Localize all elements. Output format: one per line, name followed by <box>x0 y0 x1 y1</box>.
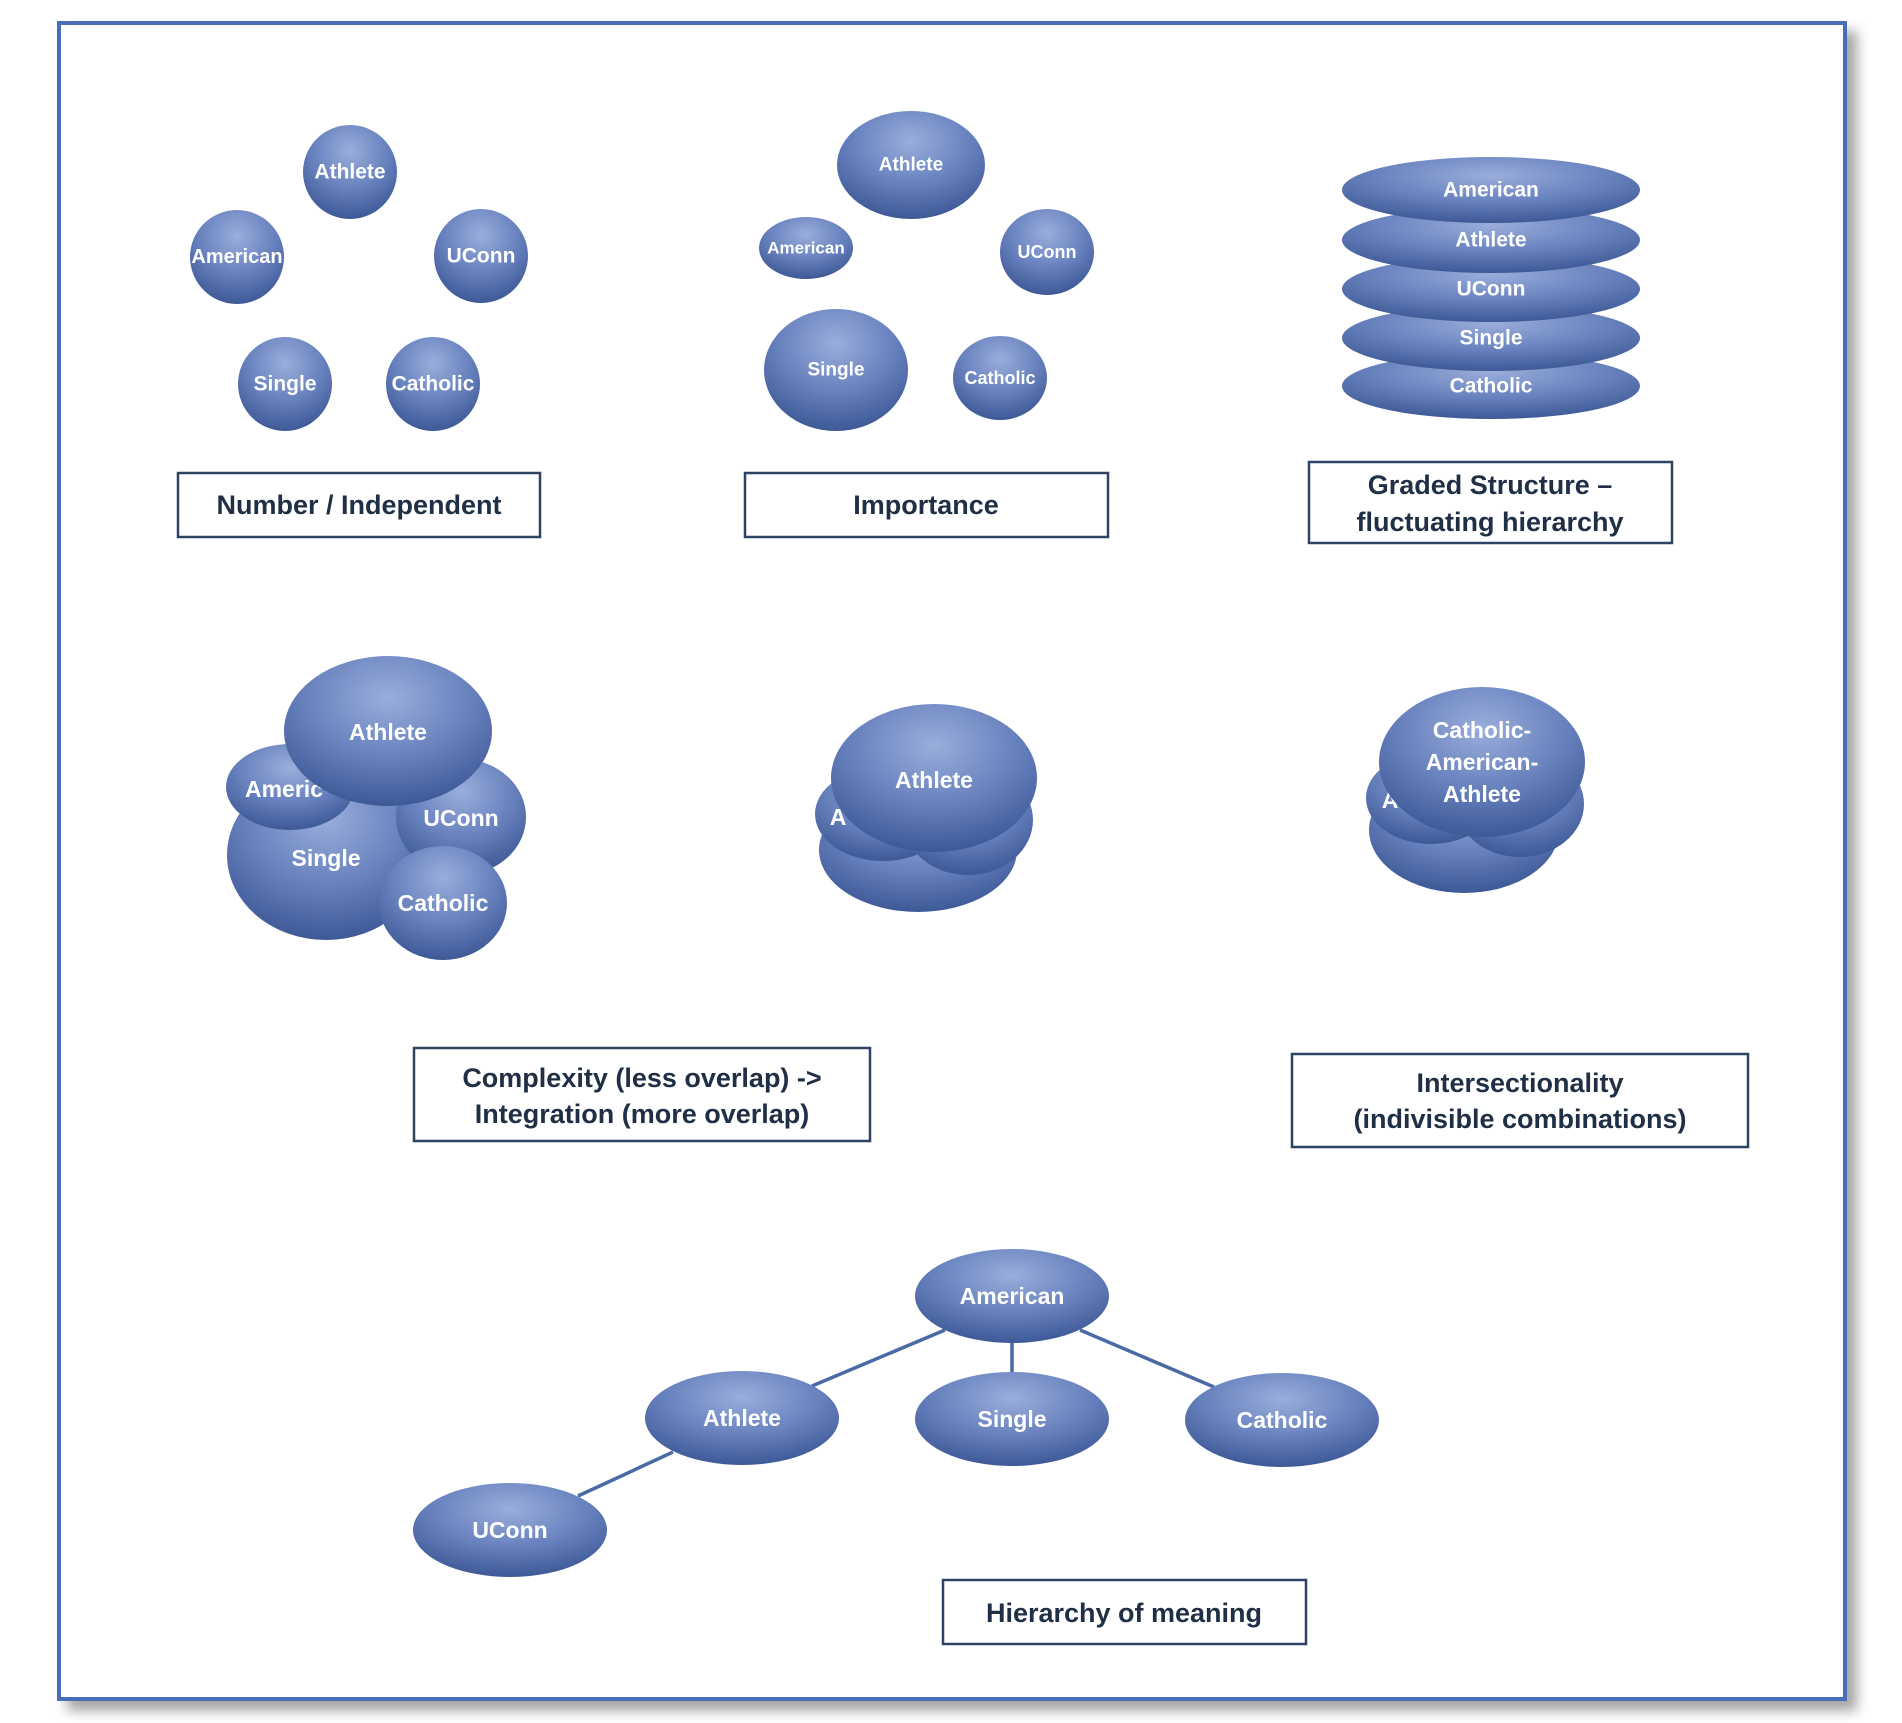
caption-importance: Importance <box>743 471 1110 539</box>
node-uconn: UConn <box>1342 256 1640 322</box>
node-label: Athlete <box>879 155 943 176</box>
link-athlete-uconn <box>577 1450 674 1498</box>
panel-number-independent: Athlete American UConn Single Catholic N… <box>176 125 542 539</box>
node-single: Single <box>1342 305 1640 371</box>
caption-text: Complexity (less overlap) -> <box>462 1063 821 1093</box>
panel-graded-structure: Catholic Single UConn Athlete American G… <box>1307 157 1674 545</box>
node-label: UConn <box>1018 242 1077 262</box>
node-athlete: Athlete <box>645 1371 839 1465</box>
node-label: Athlete <box>1443 781 1521 807</box>
panel-hierarchy: American Athlete Single Catholic UConn H… <box>413 1249 1379 1646</box>
node-catholic: Catholic <box>953 336 1047 420</box>
node-label: Catholic <box>392 373 475 396</box>
caption-text: Graded Structure – <box>1368 470 1613 500</box>
node-label: Catholic- <box>1433 717 1531 743</box>
node-single: Single <box>915 1372 1109 1466</box>
node-label: Catholic <box>1450 375 1533 398</box>
node-label: Single <box>253 373 316 396</box>
caption-text: Number / Independent <box>216 490 501 520</box>
panel-importance: Athlete American UConn Single Catholic I… <box>743 111 1110 539</box>
node-label: Catholic <box>398 890 489 916</box>
node-label: American <box>191 246 282 268</box>
link-american-catholic <box>1079 1328 1215 1389</box>
caption-text: Intersectionality <box>1416 1068 1623 1098</box>
node-label: Athlete <box>703 1405 781 1431</box>
node-uconn: UConn <box>434 209 528 303</box>
node-label: Single <box>807 360 864 381</box>
node-athlete: Athlete <box>837 111 985 219</box>
node-catholic: Catholic <box>1342 353 1640 419</box>
caption-graded-structure: Graded Structure – fluctuating hierarchy <box>1307 460 1674 545</box>
caption-hierarchy-of-meaning: Hierarchy of meaning <box>941 1578 1308 1646</box>
node-athlete: Athlete <box>303 125 397 219</box>
node-athlete: Athlete <box>1342 207 1640 273</box>
node-single: Single <box>764 309 908 431</box>
node-label: American <box>1443 179 1539 202</box>
node-athlete: Athlete <box>831 704 1037 852</box>
caption-text: Hierarchy of meaning <box>986 1598 1262 1628</box>
node-athlete: Athlete <box>284 656 492 806</box>
node-label: UConn <box>472 1517 547 1543</box>
node-label: Catholic <box>1237 1407 1328 1433</box>
node-label: Athlete <box>895 767 973 793</box>
caption-text: Integration (more overlap) <box>475 1099 810 1129</box>
node-label: American- <box>1426 749 1538 775</box>
node-label: Athlete <box>349 719 427 745</box>
node-label: Single <box>977 1406 1046 1432</box>
node-label: American <box>767 239 844 258</box>
node-label: UConn <box>423 805 498 831</box>
caption-text: fluctuating hierarchy <box>1356 507 1623 537</box>
node-american: American <box>759 217 853 279</box>
node-uconn: UConn <box>413 1483 607 1577</box>
node-american: American <box>915 1249 1109 1343</box>
caption-complexity: Complexity (less overlap) -> Integration… <box>412 1046 872 1143</box>
node-catholic: Catholic <box>379 846 507 960</box>
node-label: Athlete <box>1455 229 1526 252</box>
caption-text: (indivisible combinations) <box>1353 1104 1686 1134</box>
node-label: Single <box>1459 327 1522 350</box>
caption-intersectionality: Intersectionality (indivisible combinati… <box>1290 1052 1750 1149</box>
node-label: UConn <box>1457 278 1526 301</box>
node-label: Single <box>291 845 360 871</box>
link-american-athlete <box>811 1328 946 1388</box>
node-single: Single <box>238 337 332 431</box>
node-uconn: UConn <box>1000 209 1094 295</box>
panel-complexity: Single Americ UConn Catholic Athlete Com… <box>226 656 872 1143</box>
node-catholic-american-athlete: Catholic- American- Athlete <box>1379 687 1585 837</box>
node-label: Catholic <box>964 368 1035 388</box>
node-label: UConn <box>447 245 516 268</box>
panel-intersectionality: A Catholic- American- Athlete Intersecti… <box>1290 687 1750 1149</box>
node-catholic: Catholic <box>386 337 480 431</box>
caption-number-independent: Number / Independent <box>176 471 542 539</box>
node-label: American <box>960 1283 1065 1309</box>
panel-integration: A Athlete <box>815 704 1037 912</box>
node-american: American <box>1342 157 1640 223</box>
caption-text: Importance <box>853 490 999 520</box>
node-american: American <box>190 210 284 304</box>
node-label: Athlete <box>314 161 385 184</box>
node-catholic: Catholic <box>1185 1373 1379 1467</box>
